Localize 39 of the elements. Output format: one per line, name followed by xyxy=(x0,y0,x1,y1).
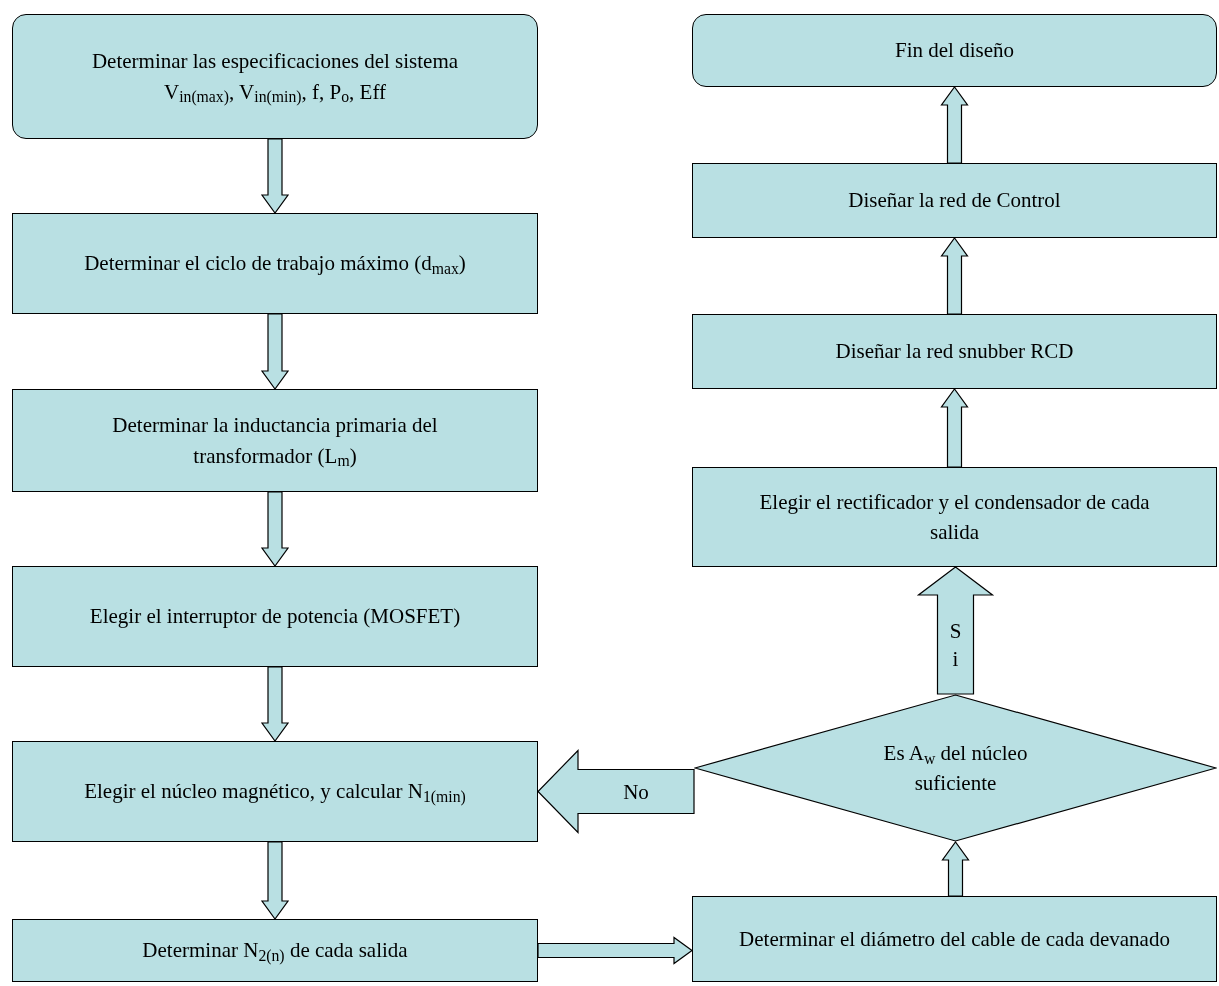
block-arrow xyxy=(260,313,290,391)
node-text: Es A$_{w}$ del núcleo suficiente xyxy=(882,739,1029,797)
node-text: V$_{in(max)}$, V$_{in(min)}$, f, P$_{o}$, Eff xyxy=(163,78,387,107)
decision-diamond xyxy=(694,694,1217,842)
node-text: Diseñar la red snubber RCD xyxy=(835,338,1074,366)
node-text: Elegir el rectificador y el condensador de cada salida xyxy=(758,488,1151,546)
node-text: Fin del diseño xyxy=(895,37,1014,65)
block-arrow xyxy=(260,138,290,215)
block-arrow xyxy=(260,491,290,568)
process-box xyxy=(692,314,1217,389)
block-arrow xyxy=(260,666,290,743)
node-text: Determinar N$_{2(n)}$ de cada salida xyxy=(142,937,408,966)
process-box xyxy=(12,14,538,139)
edge-label: No xyxy=(623,778,649,806)
process-box xyxy=(12,741,538,842)
process-box xyxy=(12,919,538,982)
block-arrow xyxy=(916,566,995,695)
process-box xyxy=(692,896,1217,982)
process-box xyxy=(12,213,538,314)
block-arrow xyxy=(537,749,695,834)
node-text: Determinar el ciclo de trabajo máximo (d$_{max}$) xyxy=(84,250,466,279)
process-box xyxy=(692,467,1217,567)
block-arrow xyxy=(940,85,969,164)
block-arrow xyxy=(940,387,969,468)
node-text: Determinar el diámetro del cable de cada devanado xyxy=(739,925,1170,953)
edge-label: Si xyxy=(948,617,963,673)
node-text: Elegir el interruptor de potencia (MOSFET) xyxy=(89,603,461,631)
process-box xyxy=(692,14,1217,87)
node-text: Elegir el núcleo magnético, y calcular N$_{1(min)}$ xyxy=(84,778,466,807)
process-box xyxy=(692,163,1217,238)
node-text: Diseñar la red de Control xyxy=(848,187,1061,215)
block-arrow xyxy=(537,936,694,965)
process-box xyxy=(12,566,538,667)
block-arrow xyxy=(940,236,969,315)
node-text: Determinar la inductancia primaria del transformador (L$_{m}$) xyxy=(111,412,439,471)
process-box xyxy=(12,389,538,492)
block-arrow xyxy=(941,840,970,897)
node-text: Determinar las especificaciones del sistema xyxy=(91,48,459,76)
block-arrow xyxy=(260,841,290,921)
